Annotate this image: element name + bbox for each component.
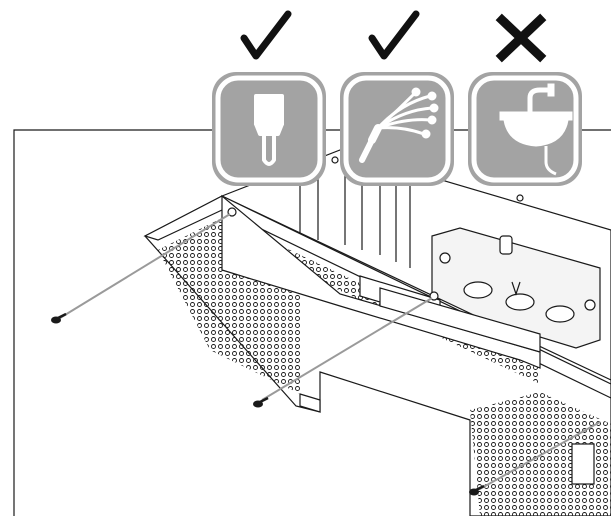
screws [51, 312, 485, 496]
check-mark-icon [240, 10, 292, 60]
duster-icon [359, 87, 439, 163]
device-housing [221, 149, 611, 381]
brush-allowed [212, 10, 326, 186]
duster-allowed [340, 10, 454, 186]
screw-left [51, 312, 67, 324]
screw-right [469, 484, 485, 496]
check-mark-icon [368, 10, 420, 60]
sink-water-icon [499, 83, 573, 176]
brush-icon [254, 94, 284, 166]
front-grille-panel [143, 194, 611, 516]
sink-not-allowed [468, 13, 582, 186]
cleaning-icons [212, 10, 582, 186]
screw-middle [253, 396, 269, 408]
screw-leader-lines [59, 213, 601, 491]
cross-mark-icon [495, 13, 547, 63]
